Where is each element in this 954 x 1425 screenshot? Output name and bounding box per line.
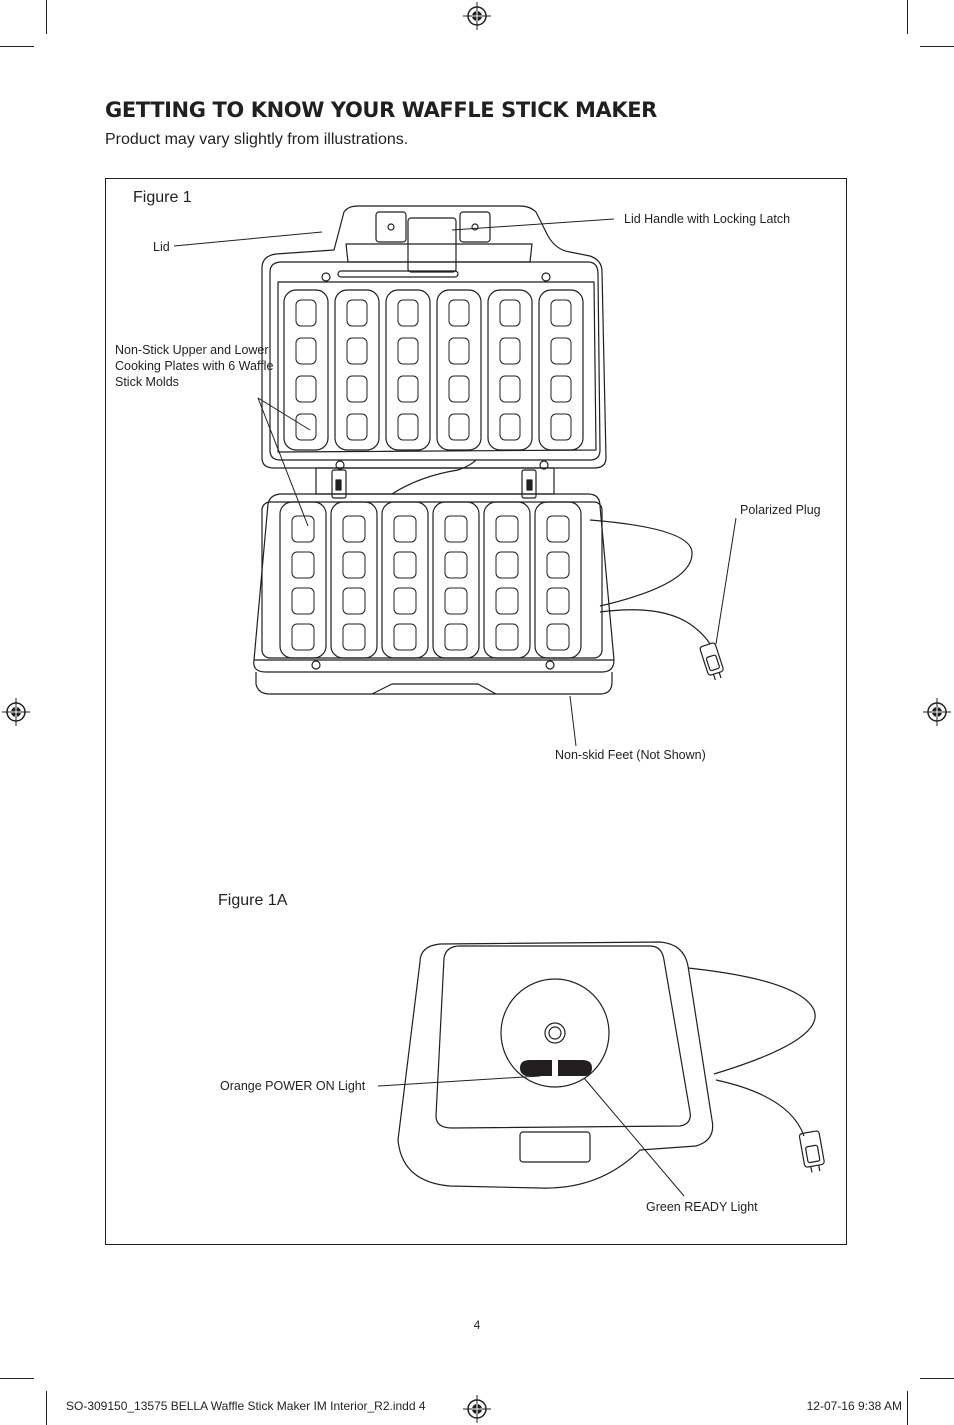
non-skid-feet-callout: Non-skid Feet (Not Shown)	[555, 748, 706, 762]
footer-file-slug: SO-309150_13575 BELLA Waffle Stick Maker…	[66, 1399, 426, 1413]
registration-mark-icon	[463, 1395, 491, 1423]
hinge-illustration	[315, 459, 555, 499]
polarized-plug-callout: Polarized Plug	[740, 503, 821, 517]
page-heading: GETTING TO KNOW YOUR WAFFLE STICK MAKER	[105, 98, 657, 122]
figure1-label: Figure 1	[133, 189, 192, 206]
base-illustration	[253, 493, 615, 695]
lid-callout: Lid	[153, 240, 170, 254]
lid-handle-callout: Lid Handle with Locking Latch	[624, 212, 791, 226]
crop-mark	[920, 46, 954, 47]
registration-mark-icon	[923, 698, 951, 726]
figure1-leader-lines	[173, 218, 737, 747]
figure-frame	[105, 178, 847, 1245]
crop-mark	[907, 1391, 908, 1425]
power-cord	[589, 519, 711, 645]
footer-date-slug: 12-07-16 9:38 AM	[806, 1399, 902, 1413]
figure1a-leader-lines	[377, 1075, 685, 1197]
crop-mark	[0, 1378, 34, 1379]
lid-illustration	[261, 205, 607, 469]
plug-icon	[798, 1130, 825, 1173]
crop-mark	[920, 1378, 954, 1379]
cooking-plates-callout: Non-Stick Upper and Lower Cooking Plates…	[115, 343, 274, 389]
registration-mark-icon	[2, 698, 30, 726]
registration-mark-icon	[463, 2, 491, 30]
figure1a-label: Figure 1A	[218, 892, 288, 909]
crop-mark	[46, 0, 47, 34]
ready-light-callout: Green READY Light	[646, 1200, 758, 1214]
power-light-callout: Orange POWER ON Light	[220, 1079, 366, 1093]
closed-unit-illustration	[397, 941, 816, 1189]
page-number: 4	[473, 1318, 481, 1332]
crop-mark	[0, 46, 34, 47]
plug-icon	[699, 642, 724, 681]
crop-mark	[46, 1391, 47, 1425]
page-subheading: Product may vary slightly from illustrat…	[105, 131, 409, 148]
upper-plate-molds	[283, 289, 584, 451]
crop-mark	[907, 0, 908, 34]
